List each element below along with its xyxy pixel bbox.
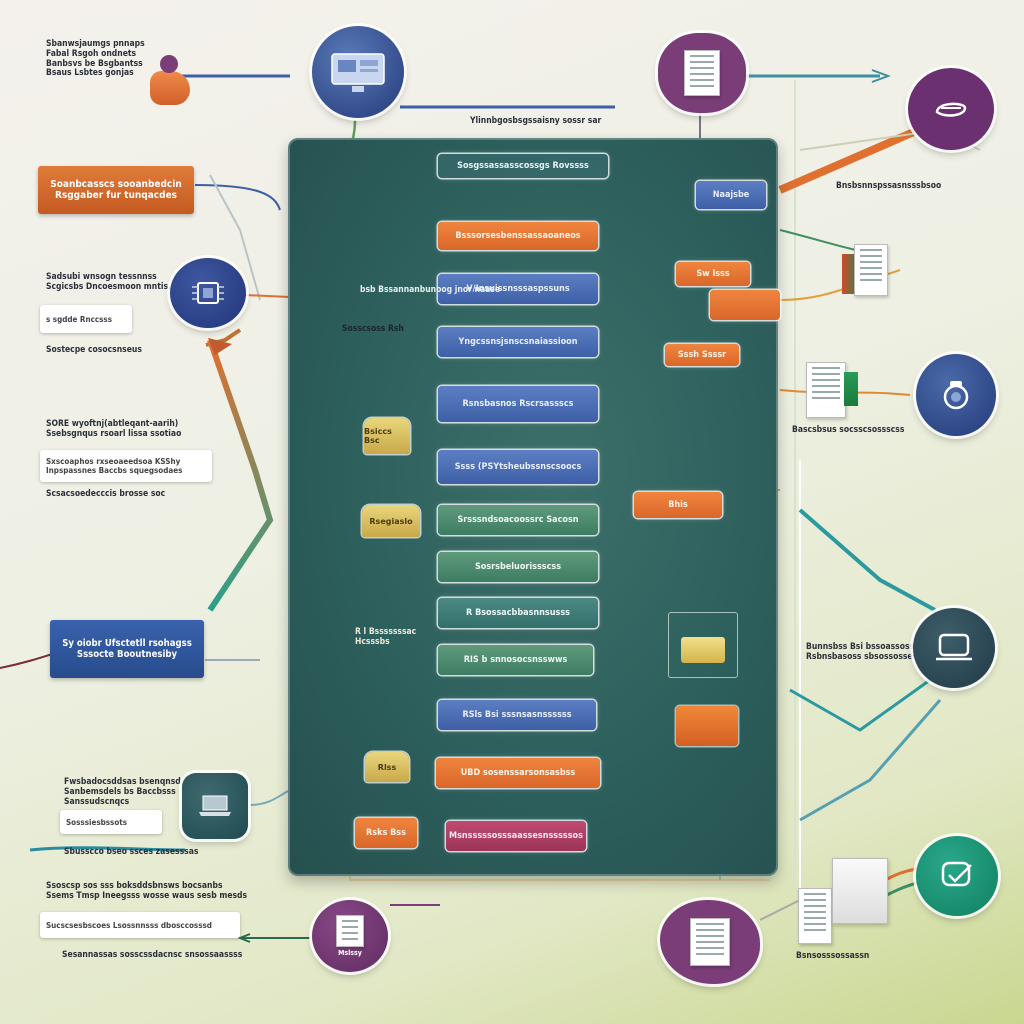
orange-tag-4[interactable]: [710, 290, 780, 320]
flow-step-6[interactable]: Srsssndsoacoossrc Sacosn: [438, 505, 598, 535]
report-icon: [336, 914, 364, 947]
orange-hand-icon: [140, 55, 196, 107]
monitor-node[interactable]: [312, 26, 404, 118]
block3-caption: Scsacsoedecccis brosse soc: [46, 489, 166, 499]
block3-note: SORE wyoftnj(abtleqant-aarih)Ssebsgnqus …: [46, 419, 182, 439]
flow-step-3[interactable]: Yngcssnsjsnscsnaiassioon: [438, 327, 598, 357]
flow-step-1[interactable]: Bsssorsesbenssassaoaneos: [438, 222, 598, 250]
server-icon: [798, 888, 832, 944]
check-chat-icon: [941, 861, 972, 887]
cabinet-icon: [832, 858, 888, 924]
orange-tag-3[interactable]: Bhis: [634, 492, 722, 518]
file-box: [668, 612, 738, 678]
pink-tag[interactable]: Rsks Bss: [355, 818, 417, 848]
document-icon: [684, 50, 720, 96]
bottom-caption: Bsnsosssossassn: [796, 951, 870, 961]
flow-step-2[interactable]: V/Insuissnsssaspssuns: [438, 274, 598, 304]
block5-input[interactable]: Sosssiesbssots: [60, 810, 162, 834]
folder-icon: [681, 637, 725, 663]
laptop-node[interactable]: [182, 773, 248, 839]
block2-input[interactable]: s sgdde Rnccsss: [40, 305, 132, 333]
right-note-1: Bnsbsnnspssasnsssbsoo: [836, 181, 942, 191]
flow-step-9[interactable]: RIS b snnosocsnsswws: [438, 645, 593, 675]
block6-input[interactable]: Sucscsesbscoes Lsossnnsss dbosccosssd: [40, 912, 240, 938]
flow-step-10[interactable]: RSls Bsi sssnsasnssssss: [438, 700, 596, 730]
bottom-mid-label: Mslssy: [338, 948, 362, 957]
block6-caption: Sesannassas sosscssdacnsc snsossaassss: [62, 950, 243, 960]
battery-icon: [676, 706, 738, 746]
chat-node[interactable]: [908, 68, 994, 150]
laptop-icon: [936, 633, 972, 661]
flow-step-5[interactable]: Ssss (PSYtsheubssnscsoocs: [438, 450, 598, 484]
camera-node[interactable]: [916, 354, 996, 436]
top-caption: Ylinnbgosbsgssaisny sossr sar: [470, 116, 602, 126]
file-stack-icon: [842, 244, 898, 302]
document-icon: [690, 918, 730, 966]
orange-tag-2[interactable]: Sssh Ssssr: [665, 344, 739, 366]
check-chat-node[interactable]: [916, 836, 998, 916]
left-tag-1: Bsiccs Bsc: [364, 418, 410, 454]
orange-tag-1[interactable]: Sw lsss: [676, 262, 750, 286]
block5-caption: Sbusscco bseo ssces zasesssas: [64, 847, 199, 857]
left-tag-3: Rlss: [365, 752, 409, 782]
row2-note: bsb Bssannanbunoog jnor naase: [360, 285, 501, 295]
flow-step-11[interactable]: UBD sosenssarsonsasbss: [436, 758, 600, 788]
right-note-2: Bascsbsus socsscsossscss: [792, 425, 905, 435]
left-tag-2: Rsegiaslo: [362, 505, 420, 537]
chip-icon: [192, 282, 224, 304]
bottom-report-node[interactable]: [660, 900, 760, 984]
block2-caption: Sostecpe cosocsnseus: [46, 345, 142, 355]
flow-step-4[interactable]: Rsnsbasnos Rscrsassscs: [438, 386, 598, 422]
bottom-doc-node[interactable]: Mslssy: [312, 900, 388, 972]
row3-note: Sosscsoss Rsh: [342, 324, 404, 334]
flow-step-8[interactable]: R Bsossacbbasnnsusss: [438, 598, 598, 628]
flow-step-7[interactable]: Sosrsbeluorissscss: [438, 552, 598, 582]
document-node[interactable]: [658, 33, 746, 113]
flow-step-12[interactable]: Msnsssssosssaassesnsssssos: [446, 821, 586, 851]
chip-node[interactable]: [170, 258, 246, 328]
panel-header: Sosgssassasscossgs Rovssss: [438, 154, 608, 178]
monitor-icon: [331, 53, 385, 92]
side-box[interactable]: Naajsbe: [696, 181, 766, 209]
camera-icon: [943, 381, 969, 410]
laptop-icon: [199, 795, 231, 816]
chat-icon: [935, 102, 967, 117]
report-stack-icon: [806, 362, 846, 418]
green-tab: [844, 372, 858, 406]
laptop-node-right[interactable]: [913, 608, 995, 688]
